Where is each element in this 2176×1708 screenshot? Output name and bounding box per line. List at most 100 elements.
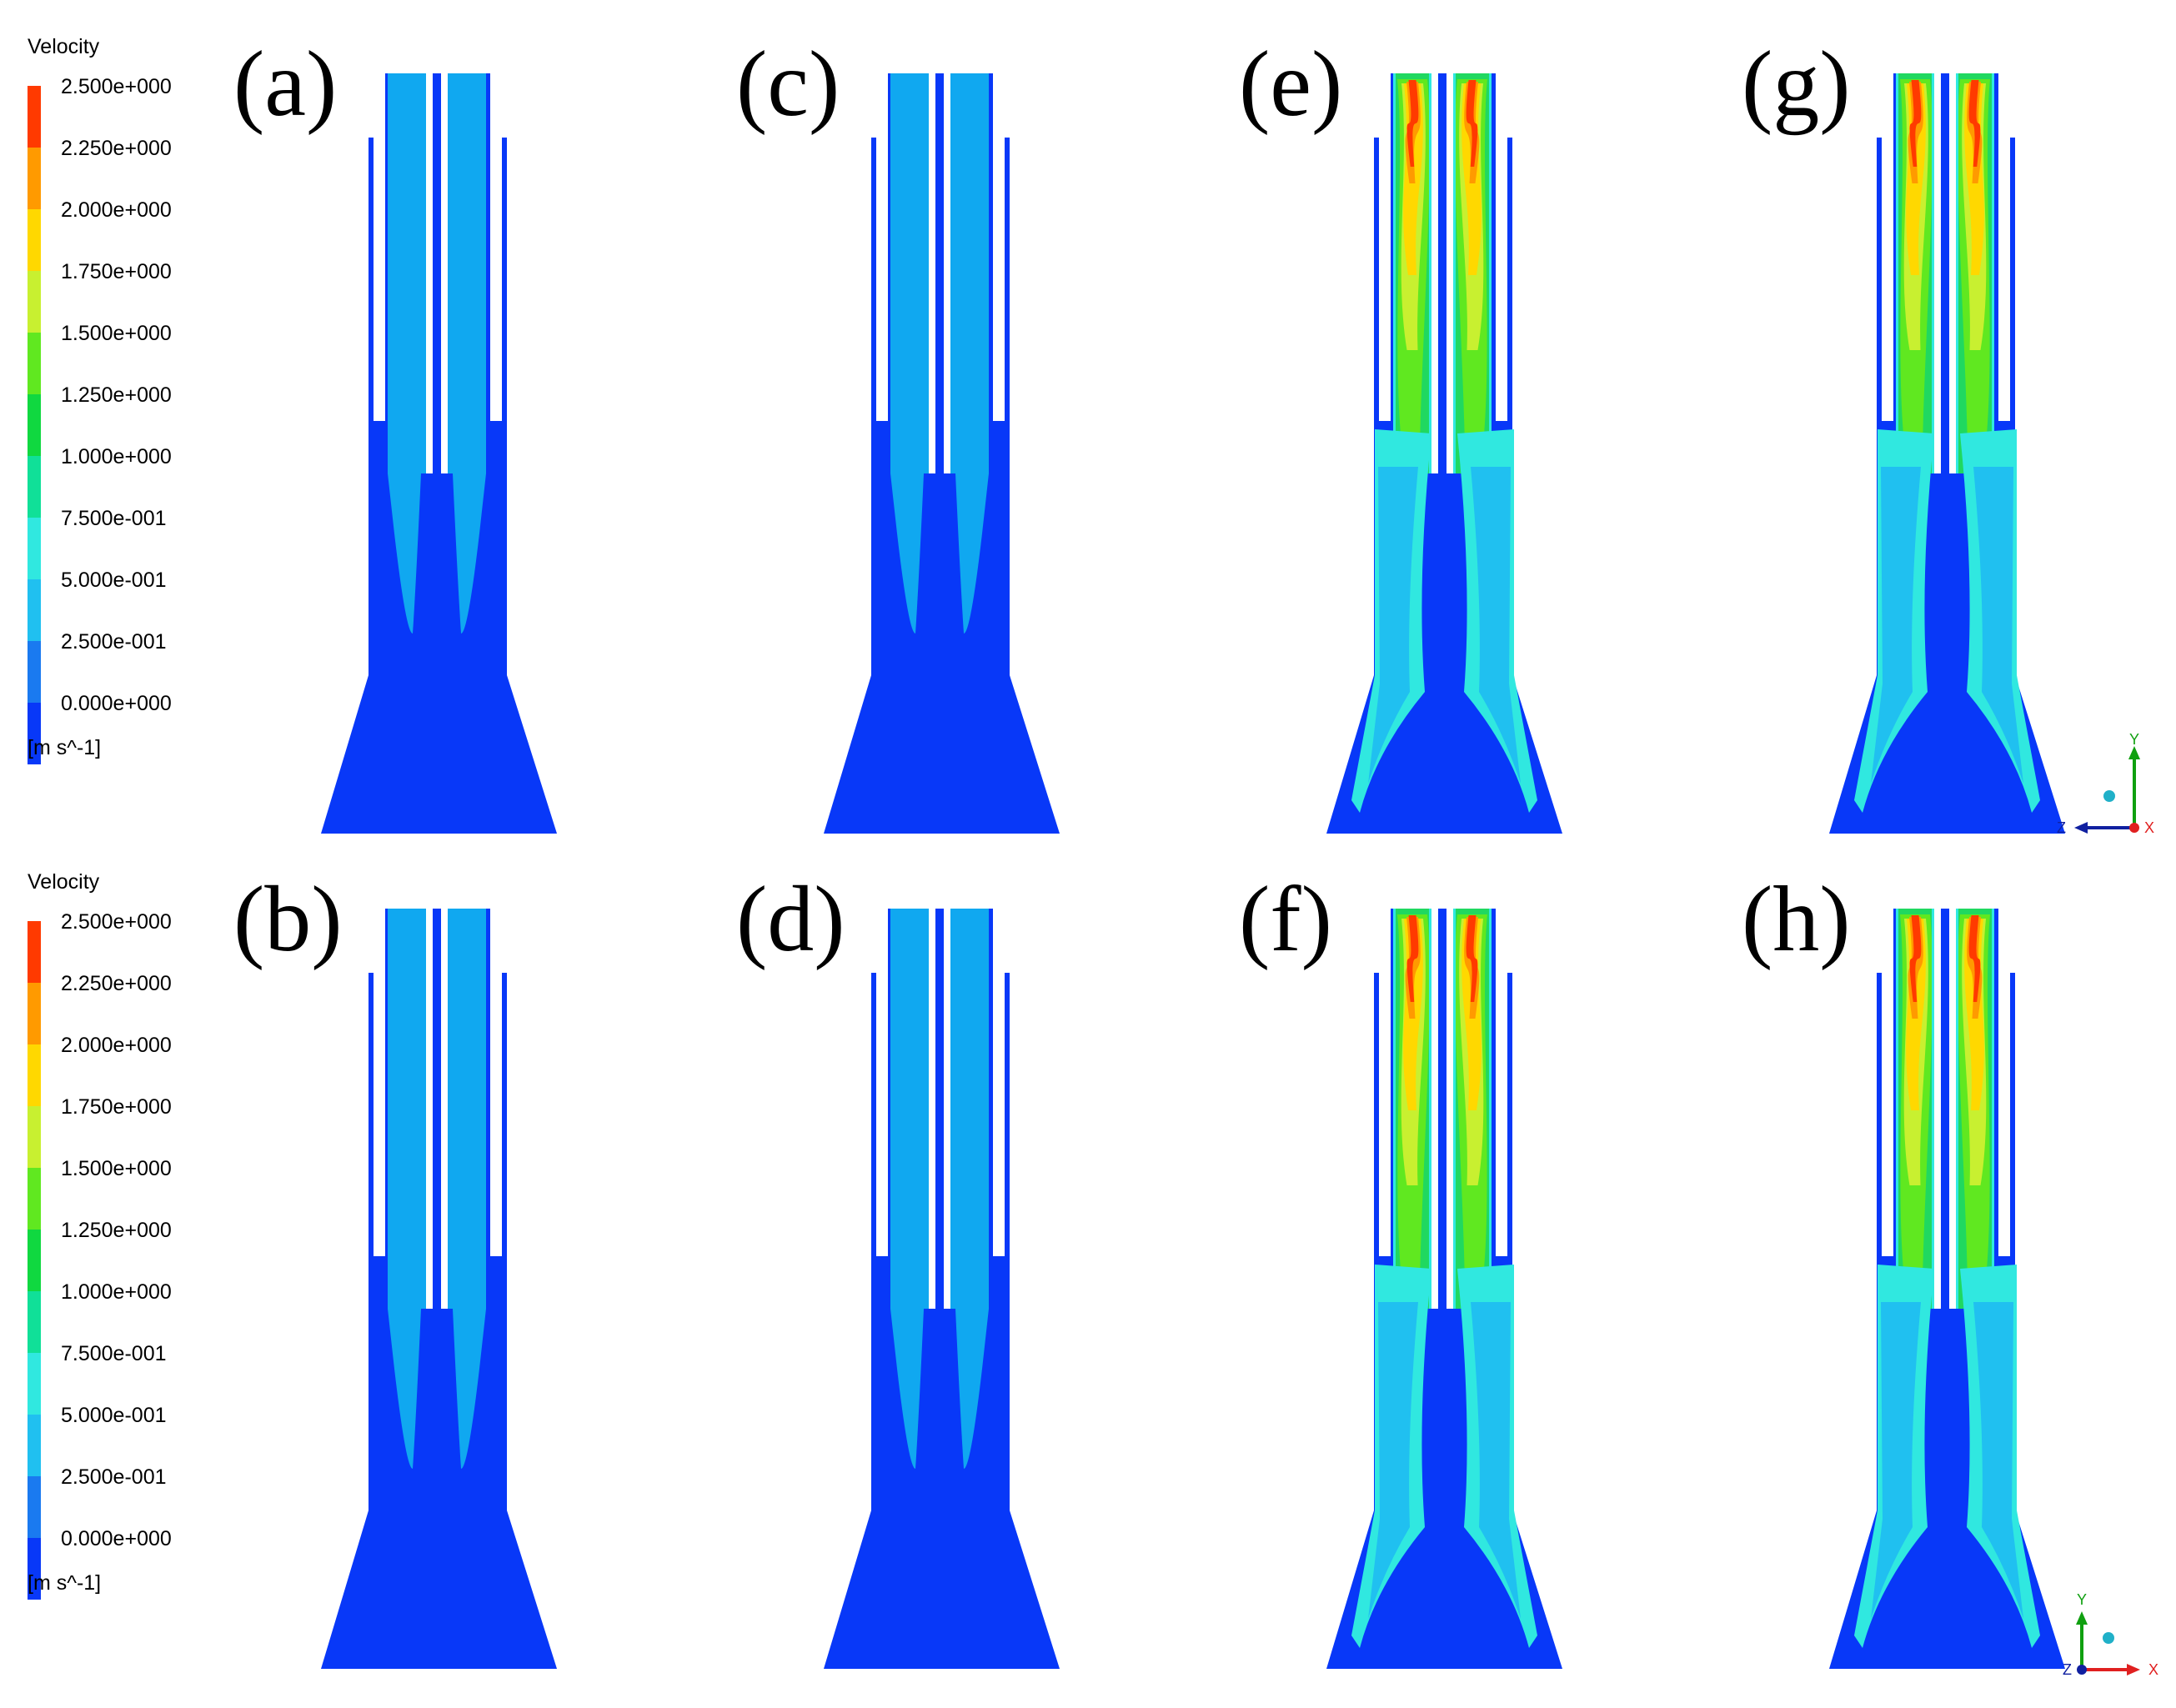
jet-plume	[388, 473, 421, 634]
axis-label-x: X	[2144, 819, 2154, 836]
jet-plume-inner	[1973, 467, 2023, 784]
legend-color-segment	[28, 333, 41, 394]
annular-gap	[374, 138, 385, 421]
center-pipe-wall	[1446, 909, 1453, 1309]
panel-label: (h)	[1742, 868, 1851, 971]
jet-plume	[388, 1309, 421, 1469]
legend-color-segment	[28, 518, 41, 579]
annular-gap	[1379, 973, 1391, 1256]
axis-label-z: Z	[2057, 819, 2066, 836]
jet-plume	[453, 1309, 486, 1469]
wall-boundary-layer	[1489, 909, 1492, 1309]
pipe-flow	[950, 909, 989, 1309]
legend-tick-label: 2.000e+000	[61, 1034, 172, 1057]
annular-gap	[876, 973, 888, 1256]
axis-triad-bottom: Y X Z	[2063, 1591, 2158, 1678]
legend-tick-label: 1.500e+000	[61, 322, 172, 345]
wall-boundary-layer	[1453, 909, 1456, 1309]
contour-panel: (d)	[736, 868, 1060, 1669]
legend-tick-label: 0.000e+000	[61, 1527, 172, 1550]
wall-boundary-layer	[1932, 73, 1934, 473]
center-pipe-flow	[935, 73, 944, 473]
jet-plume	[453, 473, 486, 634]
contour-panel: (a)	[233, 33, 557, 834]
legend-unit: [m s^-1]	[28, 736, 101, 759]
legend-colorbar	[28, 86, 41, 764]
legend-tick-label: 2.250e+000	[61, 137, 172, 160]
contour-panel: (h)	[1742, 868, 2065, 1669]
legend-color-segment	[28, 579, 41, 641]
legend-tick-label: 2.500e-001	[61, 630, 167, 654]
panel-label: (f)	[1239, 868, 1332, 971]
center-pipe-wall	[441, 909, 448, 1309]
panel-label: (a)	[233, 33, 337, 136]
annular-gap	[490, 973, 502, 1256]
annular-gap	[876, 138, 888, 421]
legend-color-segment	[28, 641, 41, 703]
wall-boundary-layer	[1453, 73, 1456, 473]
wall-boundary-layer	[1429, 73, 1431, 473]
velocity-contour-band	[1406, 80, 1419, 167]
panel-label: (g)	[1742, 33, 1851, 136]
center-pipe-flow	[433, 73, 441, 473]
jet-plume	[955, 1309, 989, 1469]
legend-tick-label: 7.500e-001	[61, 507, 167, 530]
center-pipe-flow	[433, 909, 441, 1309]
wall-boundary-layer	[1489, 73, 1492, 473]
panel-label: (e)	[1239, 33, 1342, 136]
pipe-flow	[890, 73, 929, 473]
legend-title: Velocity	[28, 870, 100, 894]
center-pipe-wall	[929, 73, 935, 473]
annular-gap	[1882, 138, 1893, 421]
wall-boundary-layer	[1429, 909, 1431, 1309]
center-pipe-wall	[1934, 73, 1941, 473]
velocity-contour-band	[1406, 915, 1419, 1002]
velocity-contour-band	[1909, 915, 1922, 1002]
center-pipe-flow	[935, 909, 944, 1309]
annular-gap	[993, 138, 1005, 421]
wall-boundary-layer	[1393, 909, 1396, 1309]
annular-gap	[1998, 973, 2010, 1256]
legend-tick-label: 2.000e+000	[61, 198, 172, 222]
legend-tick-label: 2.500e+000	[61, 75, 172, 98]
contour-panel: (e)	[1239, 33, 1562, 834]
axis-label-z: Z	[2063, 1661, 2072, 1678]
annular-gap	[1496, 973, 1507, 1256]
legend-colorbar	[28, 921, 41, 1600]
legend-color-segment	[28, 1353, 41, 1415]
center-pipe-flow	[1438, 73, 1446, 473]
center-pipe-wall	[1949, 73, 1956, 473]
annular-gap	[1882, 973, 1893, 1256]
jet-plume	[955, 473, 989, 634]
center-pipe-flow	[1941, 909, 1949, 1309]
pipe-flow	[890, 909, 929, 1309]
legend-color-segment	[28, 1106, 41, 1168]
axis-label-y: Y	[2077, 1591, 2087, 1608]
pipe-flow	[388, 73, 426, 473]
center-pipe-flow	[1941, 73, 1949, 473]
legend-color-segment	[28, 703, 41, 764]
center-pipe-wall	[944, 73, 950, 473]
axis-label-x: X	[2148, 1661, 2158, 1678]
legend-color-segment	[28, 271, 41, 333]
wall-boundary-layer	[1992, 909, 1994, 1309]
legend-color-segment	[28, 394, 41, 456]
center-pipe-wall	[426, 73, 433, 473]
contour-panel: (f)	[1239, 868, 1562, 1669]
jet-plume-inner	[1471, 1302, 1521, 1619]
legend-title: Velocity	[28, 35, 100, 58]
legend-tick-label: 1.750e+000	[61, 1095, 172, 1119]
velocity-contour-band	[1466, 915, 1478, 1002]
legend-tick-label: 7.500e-001	[61, 1342, 167, 1365]
legend-color-segment	[28, 209, 41, 271]
wall-boundary-layer	[1393, 73, 1396, 473]
center-pipe-wall	[1431, 909, 1438, 1309]
center-pipe-flow	[1438, 909, 1446, 1309]
pipe-flow	[950, 73, 989, 473]
wall-boundary-layer	[1896, 909, 1898, 1309]
legend-tick-label: 1.750e+000	[61, 260, 172, 283]
legend-tick-label: 2.500e+000	[61, 910, 172, 934]
legend-color-segment	[28, 1230, 41, 1291]
legend-tick-label: 1.000e+000	[61, 1280, 172, 1304]
velocity-contour-band	[1466, 80, 1478, 167]
